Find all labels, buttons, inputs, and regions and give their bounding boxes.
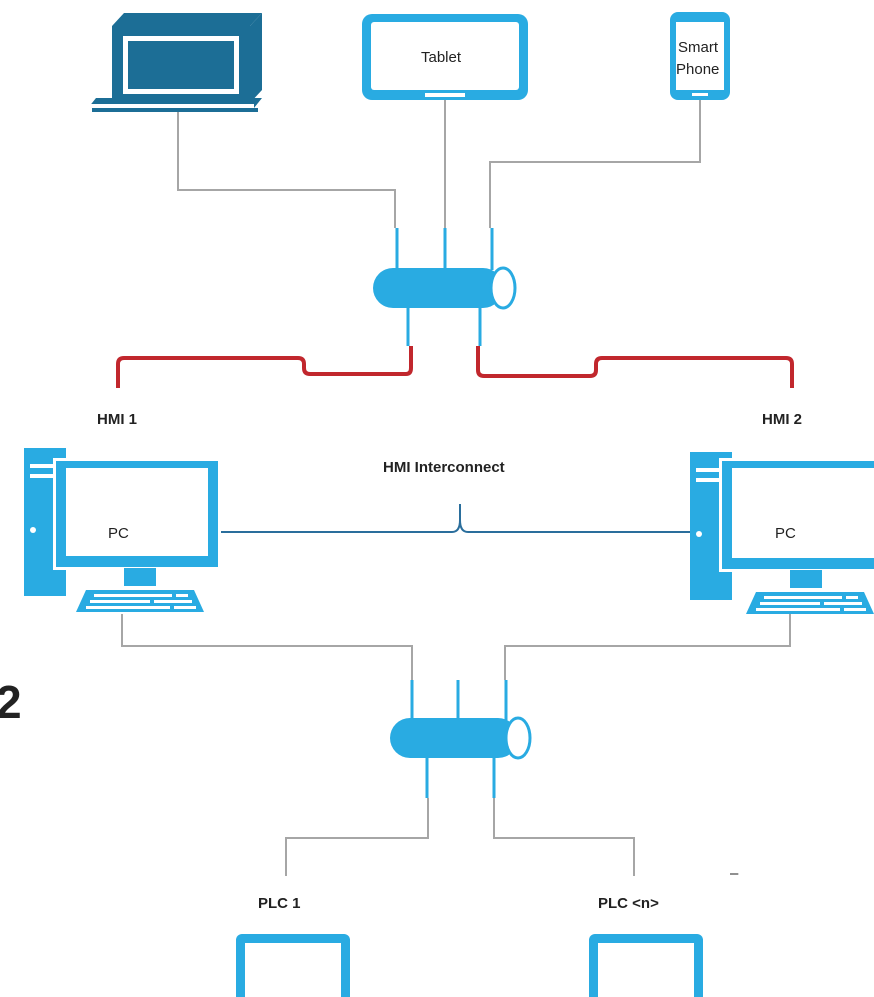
hmi1-to-bottom-switch-cable: [121, 614, 413, 680]
smartphone-cable: [489, 100, 701, 228]
bottom-switch: [390, 716, 532, 760]
smartphone-label-line2: Phone: [676, 61, 719, 78]
hmi2-redundant-link: [476, 346, 794, 388]
hmi1-redundant-link: [116, 346, 413, 388]
tablet-icon: [362, 14, 528, 100]
stray-mark: –: [730, 865, 739, 882]
hmi1-title: HMI 1: [97, 411, 137, 428]
hmi2-desktop-pc-icon: [690, 452, 874, 614]
hmi-interconnect-line: [220, 504, 690, 533]
smartphone-label-line1: Smart: [678, 39, 719, 56]
plcn-icon: [589, 934, 703, 997]
hmi-interconnect-label: HMI Interconnect: [383, 459, 505, 476]
edge-glyph: 2: [0, 676, 22, 728]
top-tier-cables: [177, 100, 701, 228]
top-switch-ports: [395, 228, 494, 346]
lower-tier-cables: [121, 614, 791, 876]
hmi2-to-bottom-switch-cable: [504, 614, 791, 680]
top-switch: [373, 266, 517, 310]
tablet-label: Tablet: [421, 49, 462, 66]
laptop-icon: [88, 13, 262, 112]
plcn-label: PLC <n>: [598, 895, 659, 912]
plc1-label: PLC 1: [258, 895, 301, 912]
plc1-icon: [236, 934, 350, 997]
smartphone-icon: [670, 12, 730, 100]
hmi1-screen-label: PC: [108, 525, 129, 542]
bottom-switch-to-plcn-cable: [493, 798, 635, 876]
hmi2-title: HMI 2: [762, 411, 802, 428]
redundant-links: [116, 346, 794, 388]
bottom-switch-ports: [410, 680, 508, 798]
hmi1-desktop-pc-icon: [24, 448, 221, 612]
bottom-switch-to-plc1-cable: [285, 798, 429, 876]
laptop-cable: [177, 112, 396, 228]
hmi2-screen-label: PC: [775, 525, 796, 542]
